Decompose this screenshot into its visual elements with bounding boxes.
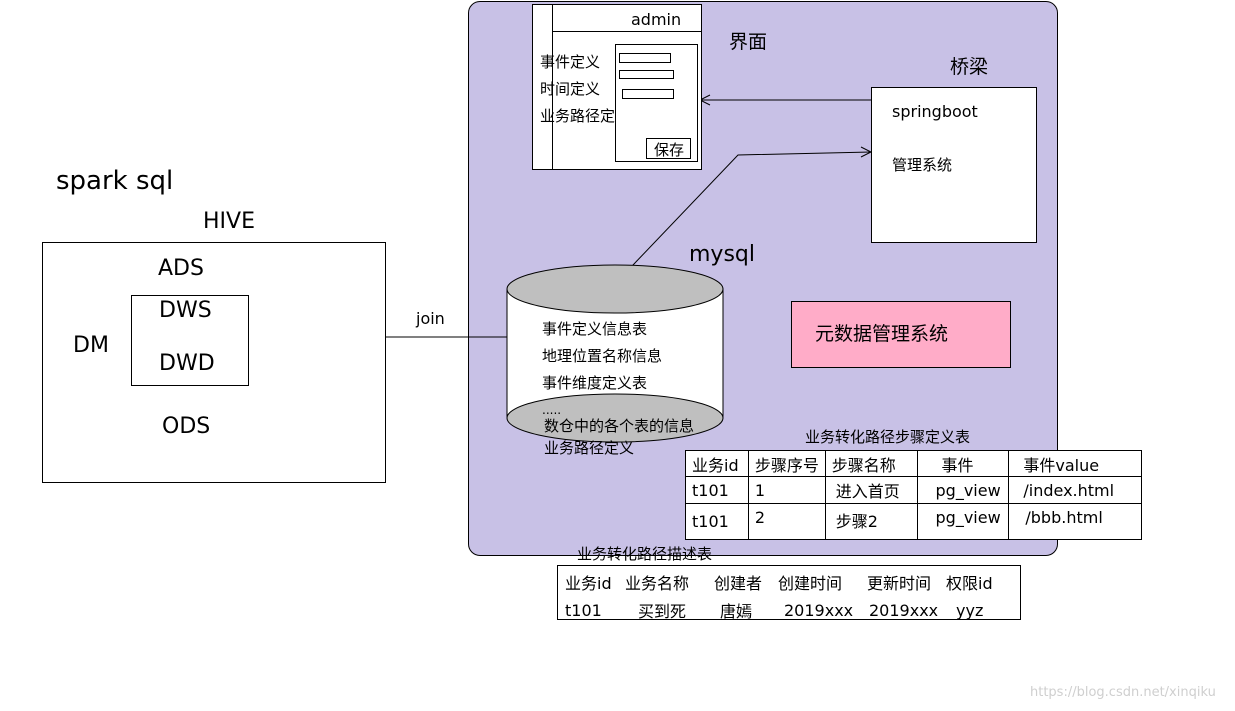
table-cell: t101 bbox=[565, 600, 602, 620]
ads-label: ADS bbox=[158, 256, 204, 281]
table-header-row: 业务id 业务名称 创建者 创建时间 更新时间 权限id bbox=[565, 570, 1006, 594]
dwd-label: DWD bbox=[159, 351, 215, 376]
table-header-cell: 权限id bbox=[946, 574, 993, 593]
mysql-item-geo-info: 地理位置名称信息 bbox=[542, 347, 663, 365]
table-cell: pg_view bbox=[916, 503, 1010, 540]
table-cell: yyz bbox=[956, 600, 984, 620]
table-header-cell: 更新时间 bbox=[867, 574, 932, 593]
mysql-warehouse-info: 数仓中的各个表的信息 bbox=[544, 417, 695, 435]
ui-menu-event[interactable]: 事件定义 bbox=[540, 53, 601, 71]
mysql-label: mysql bbox=[689, 242, 755, 267]
table-cell: 唐嫣 bbox=[720, 602, 753, 621]
spark-sql-label: spark sql bbox=[56, 166, 174, 196]
mysql-cylinder bbox=[506, 264, 724, 443]
table-cell: 2019xxx bbox=[869, 600, 939, 620]
mysql-item-event-info: 事件定义信息表 bbox=[542, 320, 648, 338]
step-table: 业务id 步骤序号 步骤名称 事件 事件value t101 1 进入首页 pg… bbox=[685, 450, 1142, 540]
ui-left-rule bbox=[552, 4, 553, 170]
ui-menu-time[interactable]: 时间定义 bbox=[540, 80, 601, 98]
desc-table-title: 业务转化路径描述表 bbox=[577, 545, 713, 563]
table-row: t101 1 进入首页 pg_view /index.html bbox=[685, 476, 1142, 504]
ui-save-label: 保存 bbox=[654, 141, 685, 159]
table-header-cell: 步骤名称 bbox=[824, 450, 918, 477]
ui-save-button[interactable] bbox=[646, 138, 691, 159]
management-system-label: 管理系统 bbox=[892, 156, 953, 174]
mysql-path-definition: 业务路径定义 bbox=[544, 439, 635, 457]
springboot-label: springboot bbox=[892, 102, 978, 121]
table-cell: /bbb.html bbox=[1008, 503, 1142, 540]
step-table-title: 业务转化路径步骤定义表 bbox=[805, 428, 971, 446]
table-header-cell: 业务id bbox=[685, 450, 749, 477]
hive-label: HIVE bbox=[203, 209, 255, 234]
desc-table-box bbox=[557, 565, 1021, 620]
dws-dwd-box bbox=[131, 295, 249, 386]
bridge-box bbox=[871, 87, 1037, 243]
table-header-row: 业务id 步骤序号 步骤名称 事件 事件value bbox=[685, 450, 1142, 477]
table-header-cell: 步骤序号 bbox=[747, 450, 826, 477]
ui-title-line bbox=[552, 31, 702, 32]
table-header-cell: 创建者 bbox=[714, 574, 763, 593]
join-label: join bbox=[416, 309, 445, 328]
ui-input-1[interactable] bbox=[619, 53, 671, 63]
table-cell: 进入首页 bbox=[824, 476, 918, 504]
table-cell: pg_view bbox=[916, 476, 1010, 504]
mysql-item-ellipsis: ..... bbox=[542, 403, 562, 417]
table-cell: /index.html bbox=[1008, 476, 1142, 504]
table-header-cell: 创建时间 bbox=[778, 574, 843, 593]
table-header-cell: 业务名称 bbox=[625, 574, 690, 593]
table-cell: 2019xxx bbox=[784, 600, 854, 620]
metadata-system-label: 元数据管理系统 bbox=[815, 323, 949, 345]
ui-input-2[interactable] bbox=[619, 70, 674, 79]
table-row: t101 2 步骤2 pg_view /bbb.html bbox=[685, 503, 1142, 540]
metadata-system-box bbox=[791, 301, 1011, 368]
table-cell: t101 bbox=[685, 476, 749, 504]
table-header-cell: 事件value bbox=[1008, 450, 1142, 477]
table-header-cell: 业务id bbox=[565, 574, 612, 593]
desc-table: 业务id 业务名称 创建者 创建时间 更新时间 权限id t101 买到死 唐嫣… bbox=[565, 570, 1006, 626]
table-cell: 步骤2 bbox=[824, 503, 918, 540]
dws-label: DWS bbox=[159, 298, 212, 323]
watermark: https://blog.csdn.net/xinqiku bbox=[1030, 685, 1216, 700]
table-cell: t101 bbox=[685, 503, 749, 540]
mysql-item-event-dim: 事件维度定义表 bbox=[542, 374, 648, 392]
table-row: t101 买到死 唐嫣 2019xxx 2019xxx yyz bbox=[565, 594, 1006, 626]
ui-input-3[interactable] bbox=[622, 89, 674, 99]
ui-menu-path[interactable]: 业务路径定义 bbox=[540, 107, 631, 125]
dm-label: DM bbox=[73, 333, 109, 358]
ui-section-label: 界面 bbox=[729, 31, 768, 53]
ods-label: ODS bbox=[162, 414, 211, 439]
table-cell: 2 bbox=[747, 503, 826, 540]
table-header-cell: 事件 bbox=[916, 450, 1010, 477]
admin-label: admin bbox=[631, 10, 682, 29]
bridge-label: 桥梁 bbox=[950, 56, 989, 78]
table-cell: 买到死 bbox=[638, 602, 687, 621]
table-cell: 1 bbox=[747, 476, 826, 504]
